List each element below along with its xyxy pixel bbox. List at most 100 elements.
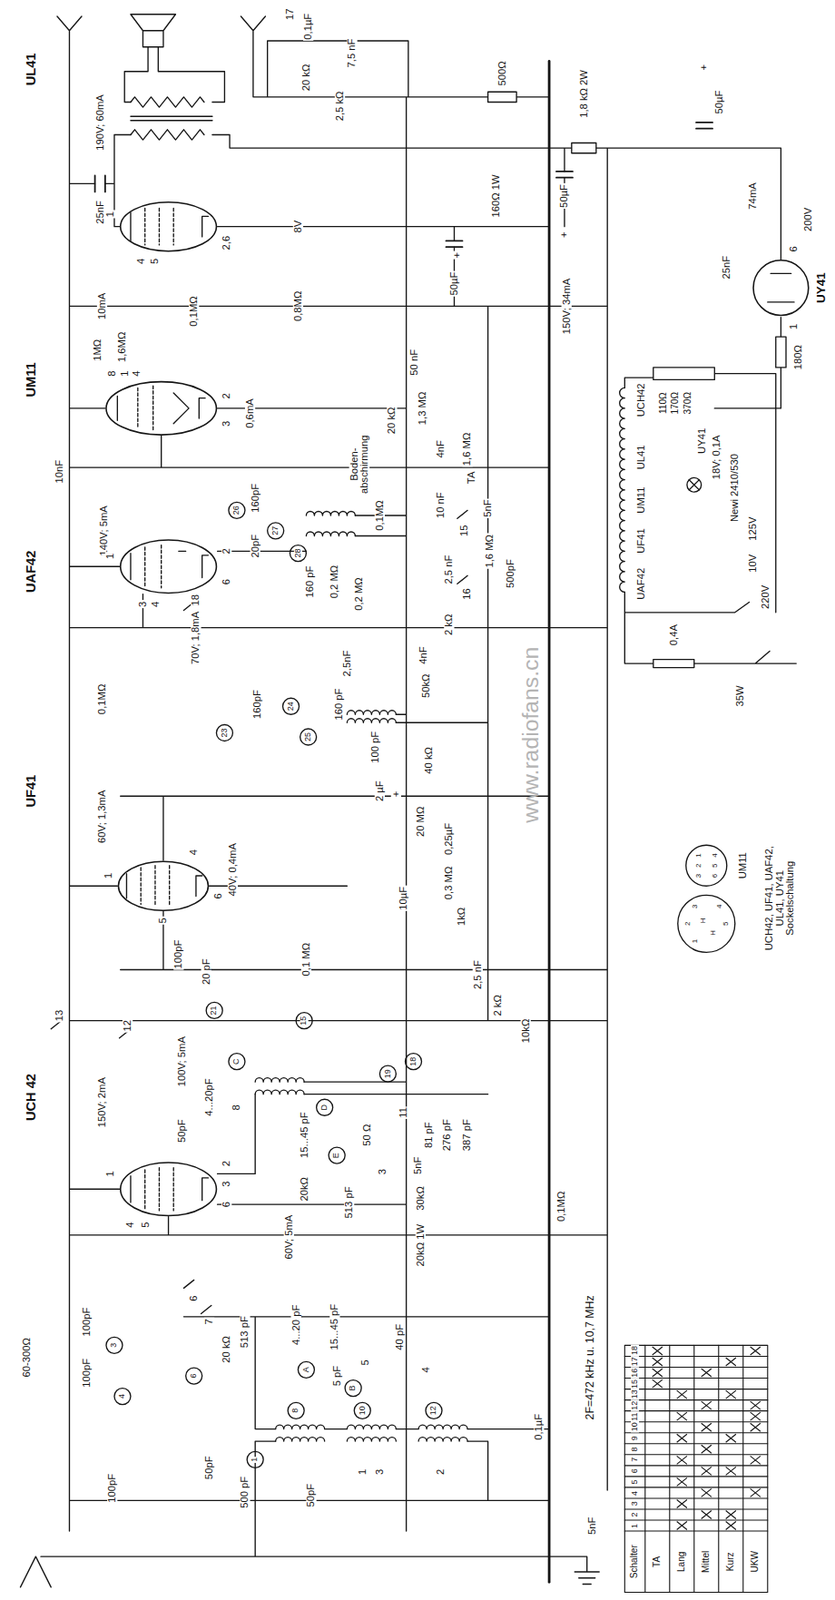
table-cell: 13 bbox=[630, 1388, 639, 1400]
table-cell: 8 bbox=[630, 1445, 639, 1453]
tube-envelope: UM11 bbox=[105, 381, 218, 437]
pin-number: 5 bbox=[149, 257, 160, 266]
component-label: 50pF bbox=[176, 1118, 187, 1144]
cross-mark bbox=[750, 1423, 761, 1432]
table-cell: 2 bbox=[630, 1511, 639, 1518]
pin-number: 2 bbox=[221, 547, 232, 556]
table-cell: 11 bbox=[630, 1411, 639, 1423]
component-label: 0,4A bbox=[668, 623, 679, 647]
component-label: 140V; 5mA bbox=[98, 504, 109, 557]
component-label: 10 nF bbox=[435, 491, 446, 520]
component-label: 160 pF bbox=[304, 564, 315, 599]
pin-number: H bbox=[708, 929, 717, 937]
component-label: 18 bbox=[409, 1056, 418, 1068]
pin-number: 1 bbox=[105, 1169, 116, 1179]
pin-number: 5 bbox=[157, 916, 168, 925]
pin-number: 5 bbox=[140, 1220, 151, 1229]
component-label: 20 pF bbox=[201, 957, 212, 986]
tube-outline bbox=[120, 540, 217, 593]
component-label: 7 bbox=[204, 1317, 215, 1327]
tube-outline bbox=[120, 1162, 217, 1216]
table-cell: 7 bbox=[630, 1456, 639, 1464]
table-cell: 4 bbox=[630, 1489, 639, 1496]
pin-number: 4 bbox=[131, 369, 142, 378]
component-label: 1,6 MΩ bbox=[484, 533, 495, 570]
heater-chain bbox=[619, 387, 626, 592]
table-cell: Schalter bbox=[629, 1543, 639, 1580]
tube-name: UL41 bbox=[23, 51, 38, 87]
pin-number: 3 bbox=[690, 903, 698, 910]
component-label: UY41 bbox=[697, 427, 708, 455]
component-label: C bbox=[232, 1057, 241, 1066]
pin-number: H bbox=[698, 917, 707, 925]
table-cell: 9 bbox=[630, 1434, 639, 1442]
component-label: 13 bbox=[54, 1009, 65, 1023]
component-label: 1 bbox=[251, 1456, 260, 1464]
component-label: 20 MΩ bbox=[415, 805, 426, 839]
component-label: 6 bbox=[189, 1372, 198, 1379]
tube-name: UF41 bbox=[23, 774, 38, 809]
component-label: D bbox=[320, 1103, 329, 1112]
cross-mark bbox=[652, 1368, 663, 1377]
component-label: 0,1MΩ bbox=[188, 294, 199, 328]
component-label: 0,1 MΩ bbox=[301, 942, 312, 978]
component-label: 1,6 MΩ bbox=[461, 431, 472, 467]
component-label: 5 bbox=[360, 1358, 371, 1367]
component-label: 60-300Ω bbox=[21, 1336, 32, 1379]
cross-mark bbox=[726, 1434, 737, 1443]
cross-mark bbox=[701, 1510, 712, 1519]
callout-circle bbox=[228, 1053, 246, 1071]
resistor-symbol bbox=[488, 91, 517, 102]
component-label: 100pF bbox=[81, 1357, 92, 1389]
component-label: 8V bbox=[293, 219, 304, 235]
component-label: 0,3 MΩ bbox=[443, 864, 454, 901]
cross-mark bbox=[750, 1488, 761, 1497]
pin-number: 4 bbox=[136, 257, 147, 266]
cross-mark bbox=[726, 1357, 737, 1366]
callout-circle bbox=[106, 1336, 123, 1354]
component-label: Boden- abschirmung bbox=[349, 429, 370, 499]
callout-circle bbox=[405, 1053, 423, 1071]
component-label: 20kΩ bbox=[299, 1176, 310, 1203]
component-label: 0,1µF bbox=[533, 1413, 544, 1442]
component-label: 100 pF bbox=[370, 730, 381, 765]
component-label: 2 kΩ bbox=[443, 612, 454, 637]
component-label: 100V; 5mA bbox=[176, 1035, 187, 1088]
component-label: 6 bbox=[188, 1294, 199, 1303]
component-label: 5nF bbox=[587, 1516, 598, 1537]
callout-circle bbox=[283, 697, 300, 715]
pin-number: 1 bbox=[690, 938, 698, 945]
socket-diagram bbox=[686, 844, 727, 886]
table-cell: 17 bbox=[630, 1355, 639, 1367]
tube-name: UM11 bbox=[23, 361, 38, 398]
component-label: 0,8MΩ bbox=[293, 290, 304, 324]
callout-circle bbox=[289, 545, 306, 562]
component-label: 20pF bbox=[250, 533, 261, 560]
tube-outline bbox=[752, 259, 810, 317]
component-label: 1 bbox=[357, 1468, 368, 1477]
component-label: 10 bbox=[358, 1404, 367, 1416]
component-label: + bbox=[698, 63, 709, 72]
pin-number: 4 bbox=[188, 848, 199, 857]
cross-mark bbox=[677, 1390, 688, 1399]
cross-mark bbox=[652, 1357, 663, 1366]
component-label: + bbox=[451, 251, 462, 260]
tube-name: UCH 42 bbox=[23, 1072, 38, 1122]
component-label: 12 bbox=[122, 1019, 133, 1033]
component-label: 12 bbox=[429, 1404, 438, 1416]
component-label: 25nF bbox=[721, 255, 732, 281]
pin-number: 3 bbox=[221, 1179, 232, 1189]
component-label: 0,2 MΩ bbox=[353, 576, 364, 612]
component-label: 20 kΩ bbox=[301, 63, 312, 93]
table-cell: 16 bbox=[630, 1366, 639, 1378]
tube-envelope: UF41 bbox=[117, 860, 209, 912]
component-label: 20kΩ 1W bbox=[415, 1223, 426, 1268]
cross-mark bbox=[701, 1488, 712, 1497]
component-label: 2 kΩ bbox=[492, 993, 503, 1018]
pin-number: 3 bbox=[221, 419, 232, 428]
cross-mark bbox=[726, 1522, 737, 1531]
cross-mark bbox=[701, 1466, 712, 1475]
component-label: + bbox=[391, 790, 402, 799]
tube-outline bbox=[117, 860, 209, 912]
cross-mark bbox=[726, 1466, 737, 1475]
